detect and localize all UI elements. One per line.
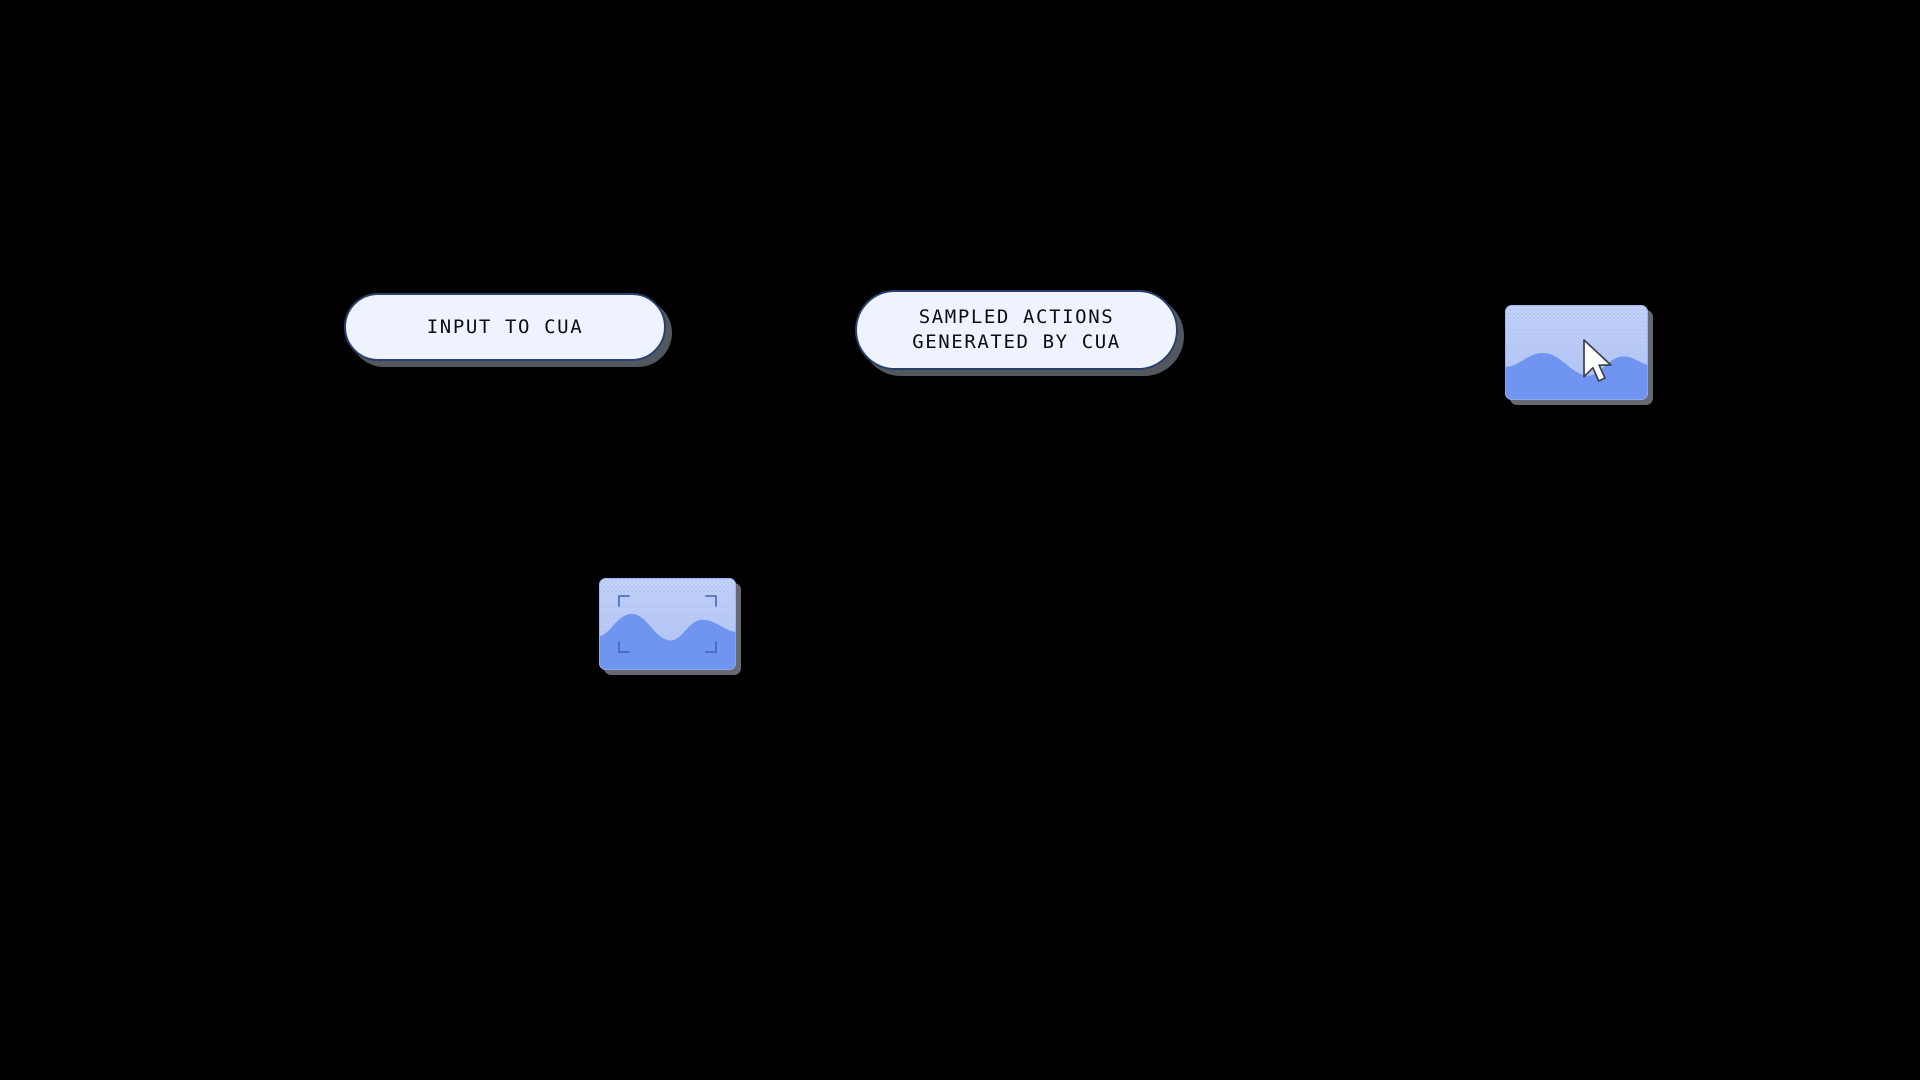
node-sampled-actions-generated-by-cua[interactable]: SAMPLED ACTIONS GENERATED BY CUA bbox=[855, 290, 1184, 376]
node-body[interactable]: INPUT TO CUA bbox=[344, 293, 666, 361]
screenshot-thumbnail-capture[interactable] bbox=[599, 578, 741, 675]
screenshot-image-icon bbox=[1505, 305, 1648, 400]
node-label-sampled-actions: SAMPLED ACTIONS GENERATED BY CUA bbox=[912, 306, 1121, 353]
screenshot-thumbnail-cursor[interactable] bbox=[1505, 305, 1653, 405]
screenshot-image-icon bbox=[599, 578, 736, 670]
thumbnail-body[interactable] bbox=[1505, 305, 1648, 400]
thumbnail-body[interactable] bbox=[599, 578, 736, 670]
node-label-input-to-cua: INPUT TO CUA bbox=[426, 315, 584, 338]
node-input-to-cua[interactable]: INPUT TO CUA bbox=[344, 293, 672, 367]
capture-corner-brackets-icon bbox=[618, 595, 717, 653]
mouse-cursor-icon bbox=[1583, 339, 1612, 382]
node-body[interactable]: SAMPLED ACTIONS GENERATED BY CUA bbox=[855, 290, 1178, 370]
